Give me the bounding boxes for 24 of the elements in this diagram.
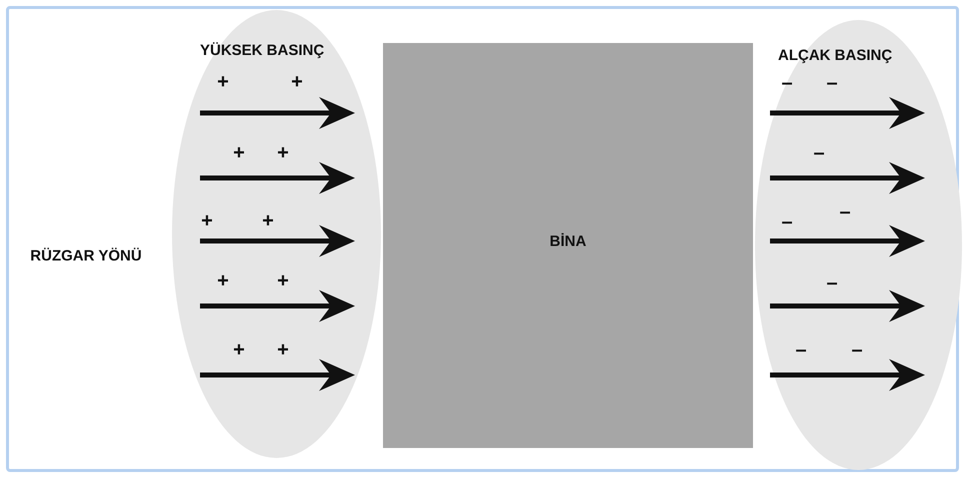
pressure-sign: + bbox=[233, 340, 245, 360]
pressure-sign: – bbox=[851, 340, 863, 360]
pressure-sign: – bbox=[795, 340, 807, 360]
pressure-zone-ellipse bbox=[755, 20, 962, 470]
pressure-sign: – bbox=[781, 212, 793, 232]
pressure-sign: – bbox=[826, 73, 838, 93]
pressure-sign: – bbox=[839, 202, 851, 222]
pressure-sign: – bbox=[813, 143, 825, 163]
pressure-sign: + bbox=[277, 271, 289, 291]
pressure-sign: + bbox=[277, 340, 289, 360]
building-label: BİNA bbox=[548, 232, 588, 252]
pressure-sign: – bbox=[781, 73, 793, 93]
pressure-sign: + bbox=[201, 211, 213, 231]
pressure-sign: + bbox=[262, 211, 274, 231]
pressure-sign: + bbox=[217, 271, 229, 291]
zone-heading: ALÇAK BASINÇ bbox=[778, 46, 892, 66]
building-block bbox=[383, 43, 753, 448]
pressure-sign: + bbox=[233, 143, 245, 163]
wind-direction-label: RÜZGAR YÖNÜ bbox=[30, 248, 142, 264]
zone-heading: YÜKSEK BASINÇ bbox=[200, 41, 324, 61]
pressure-sign: + bbox=[277, 143, 289, 163]
pressure-sign: + bbox=[291, 72, 303, 92]
pressure-sign: + bbox=[217, 72, 229, 92]
pressure-sign: – bbox=[826, 273, 838, 293]
